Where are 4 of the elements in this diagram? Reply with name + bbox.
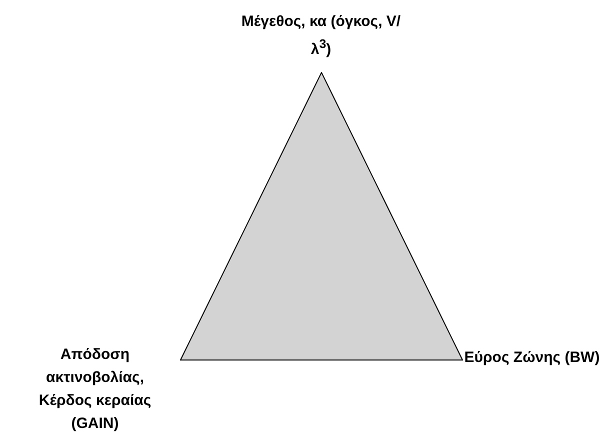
vertex-label: Απόδοση ακτινοβολίας, Κέρδος κεραίας (GAIN) xyxy=(38,345,152,434)
vertex-label: Μέγεθος, κα (όγκος, V/λ$^{3}$) xyxy=(241,12,401,60)
triangle xyxy=(180,72,463,361)
vertex-label: Εύρος Ζώνης (BW) xyxy=(463,348,601,368)
